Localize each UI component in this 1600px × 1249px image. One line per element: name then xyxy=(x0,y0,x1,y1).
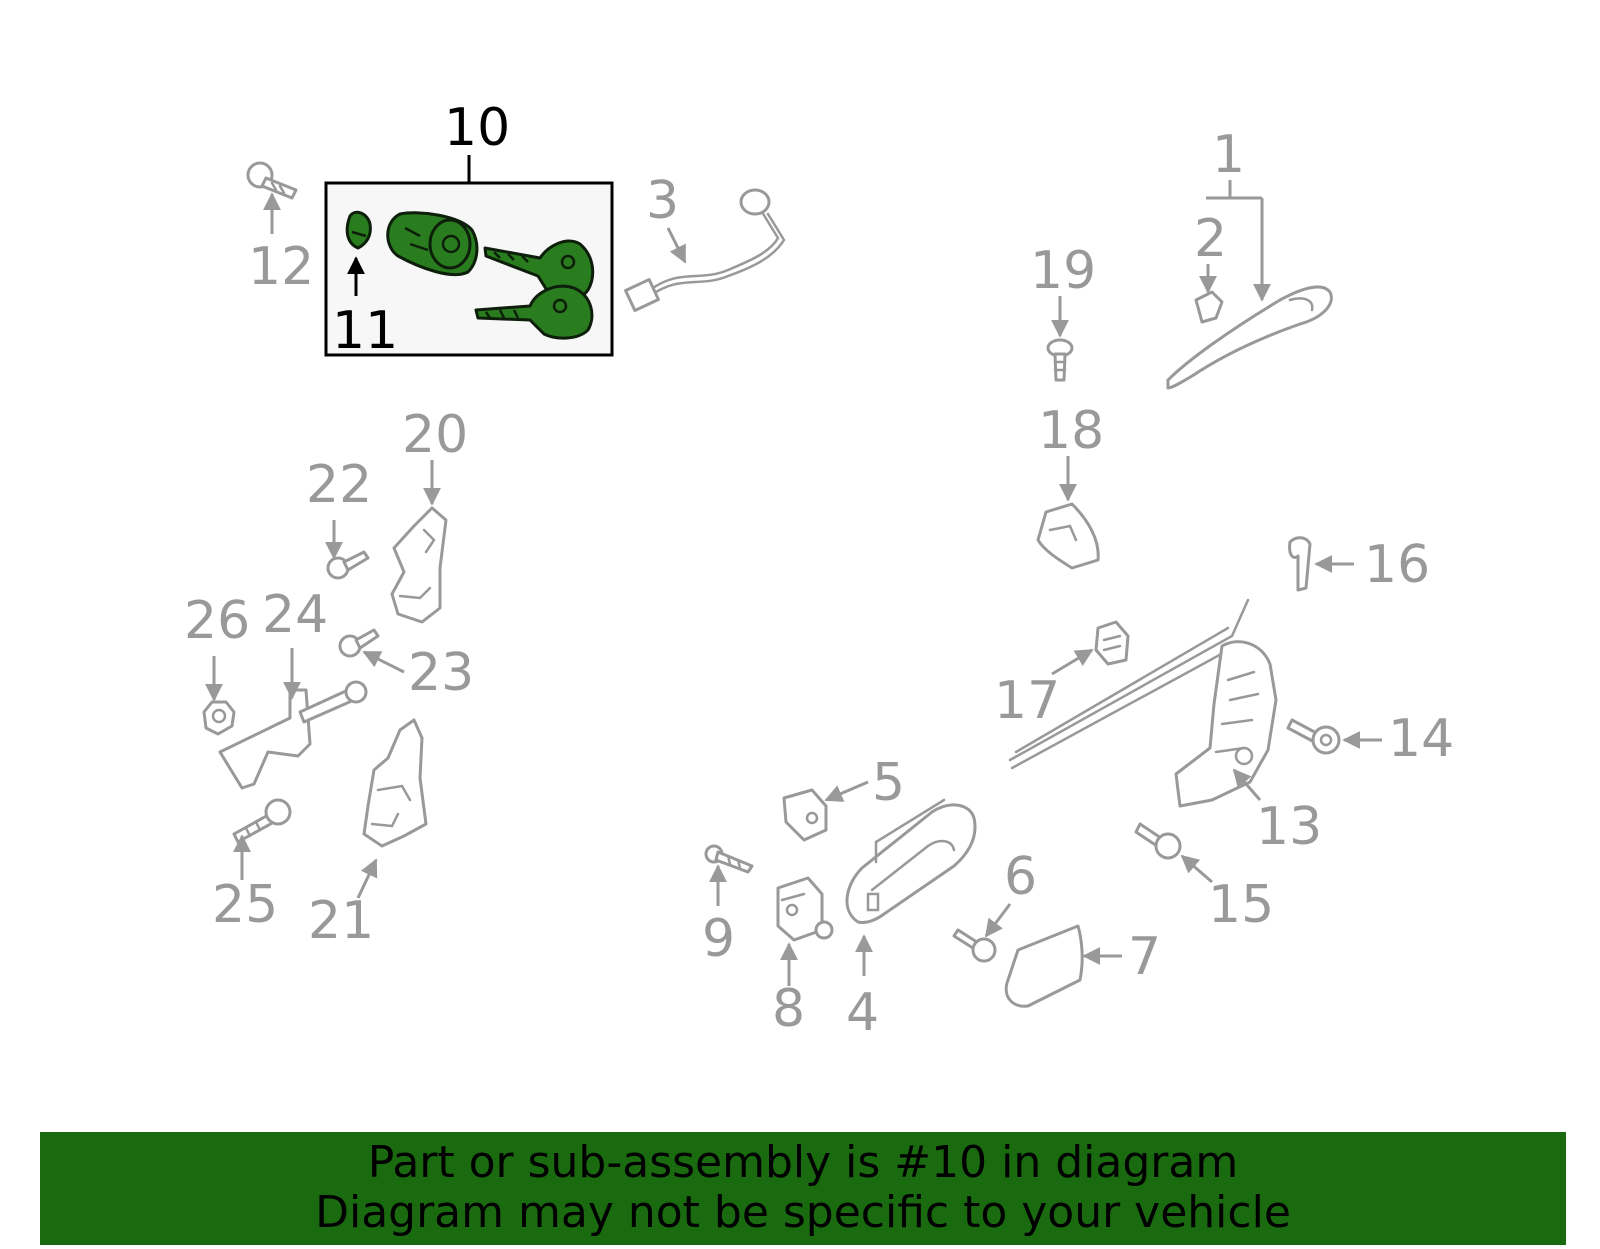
part-5-clip[interactable] xyxy=(782,788,828,842)
part-14-bolt[interactable] xyxy=(1286,718,1341,755)
part-4-inner-handle[interactable] xyxy=(845,798,977,924)
banner-line-2: Diagram may not be specific to your vehi… xyxy=(315,1187,1291,1238)
part-2-handle-cap[interactable] xyxy=(1194,290,1224,324)
part-12-bolt[interactable] xyxy=(246,161,298,200)
part-13-latch-assembly[interactable] xyxy=(1008,598,1278,808)
callout-18: 18 xyxy=(1038,401,1104,461)
callout-20: 20 xyxy=(402,405,468,465)
callout-13: 13 xyxy=(1256,797,1322,857)
part-3-wire-harness[interactable] xyxy=(624,188,786,312)
callout-7: 7 xyxy=(1128,927,1161,987)
lock-clip-part xyxy=(345,210,372,250)
part-26-nut[interactable] xyxy=(202,700,236,736)
callout-21: 21 xyxy=(308,891,374,951)
part-17-connector[interactable] xyxy=(1094,620,1130,666)
part-23-bolt[interactable] xyxy=(338,628,380,658)
callout-17: 17 xyxy=(994,671,1060,731)
callout-3: 3 xyxy=(646,171,679,231)
callout-19: 19 xyxy=(1030,241,1096,301)
part-20-upper-hinge[interactable] xyxy=(390,506,448,624)
part-9-screw[interactable] xyxy=(704,844,754,874)
part-6-screw[interactable] xyxy=(952,928,997,963)
key-lower-part xyxy=(474,284,594,340)
callout-5: 5 xyxy=(872,753,905,813)
callout-24: 24 xyxy=(262,585,328,645)
callout-23: 23 xyxy=(408,643,474,703)
callout-11: 11 xyxy=(332,301,398,361)
callout-15: 15 xyxy=(1208,875,1274,935)
callout-14: 14 xyxy=(1388,709,1454,769)
info-banner: Part or sub-assembly is #10 in diagram D… xyxy=(40,1132,1566,1245)
callout-26: 26 xyxy=(184,591,250,651)
callout-6: 6 xyxy=(1004,847,1037,907)
part-7-cover[interactable] xyxy=(1004,924,1084,1008)
part-1-outer-handle[interactable] xyxy=(1166,285,1333,390)
part-18-bracket[interactable] xyxy=(1036,502,1100,570)
bracket-1-2-leader xyxy=(1199,180,1271,302)
callout-1: 1 xyxy=(1212,125,1245,185)
part-24-door-check[interactable] xyxy=(218,680,368,790)
part-21-lower-hinge[interactable] xyxy=(362,718,428,848)
callout-22: 22 xyxy=(306,455,372,515)
callout-2: 2 xyxy=(1194,209,1227,269)
callout-16: 16 xyxy=(1364,535,1430,595)
part-25-bolt[interactable] xyxy=(232,798,292,844)
part-16-clip[interactable] xyxy=(1288,536,1312,592)
callout-25: 25 xyxy=(212,875,278,935)
lock-cylinder-part xyxy=(386,211,479,277)
part-19-screw[interactable] xyxy=(1046,338,1074,382)
banner-line-1: Part or sub-assembly is #10 in diagram xyxy=(367,1137,1239,1188)
part-15-bolt[interactable] xyxy=(1134,822,1182,860)
callout-4: 4 xyxy=(846,983,879,1043)
part-8-bracket[interactable] xyxy=(776,876,834,942)
callout-10: 10 xyxy=(444,98,510,158)
callout-8: 8 xyxy=(772,979,805,1039)
callout-9: 9 xyxy=(702,909,735,969)
callout-12: 12 xyxy=(248,237,314,297)
